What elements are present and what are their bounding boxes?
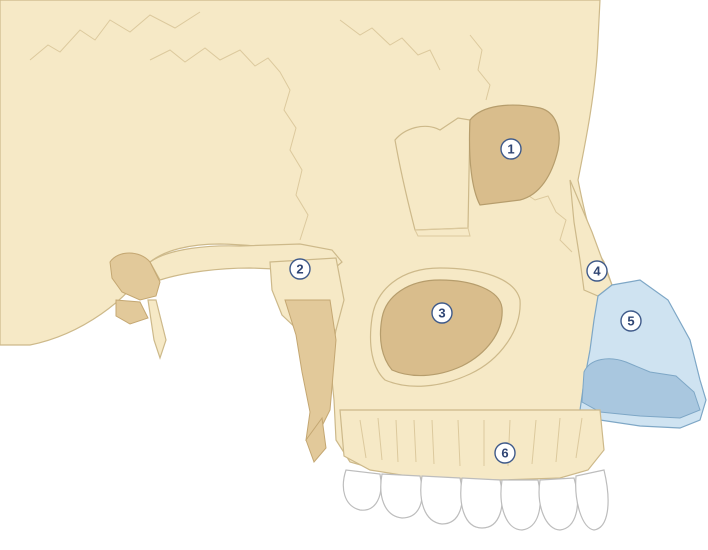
label-4: 4	[587, 261, 607, 281]
tooth	[381, 474, 422, 518]
label-3-text: 3	[438, 306, 445, 321]
tooth	[343, 470, 381, 510]
label-6-text: 6	[501, 446, 508, 461]
tooth	[501, 480, 540, 530]
tooth	[539, 478, 577, 530]
label-2: 2	[290, 259, 310, 279]
label-4-text: 4	[593, 264, 601, 279]
tooth	[421, 476, 462, 524]
label-2-text: 2	[296, 262, 303, 277]
tooth	[461, 478, 502, 528]
pterygoid-plate	[285, 300, 336, 440]
external-auditory-meatus	[116, 300, 148, 324]
label-5: 5	[621, 311, 641, 331]
label-6: 6	[495, 443, 515, 463]
label-1-text: 1	[507, 142, 514, 157]
tooth	[576, 470, 608, 530]
label-3: 3	[432, 303, 452, 323]
alveolar-process	[340, 410, 604, 480]
label-5-text: 5	[627, 314, 634, 329]
cranium	[0, 0, 612, 478]
label-1: 1	[501, 139, 521, 159]
teeth-row	[343, 470, 608, 530]
styloid-process	[148, 300, 166, 358]
